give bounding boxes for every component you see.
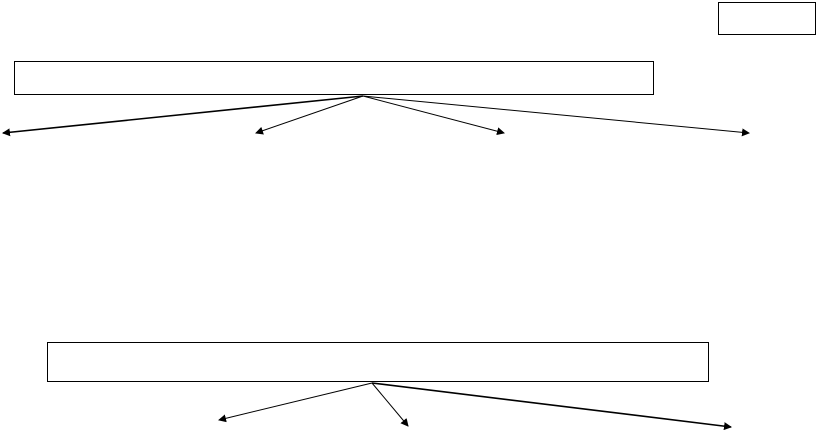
bottom-arrow-right xyxy=(371,382,732,431)
top-arrow-mid-left xyxy=(255,95,364,135)
bottom-box xyxy=(47,342,709,382)
corner-box xyxy=(718,2,816,35)
top-box xyxy=(14,61,654,95)
bottom-arrow-middle xyxy=(371,382,409,427)
top-arrow-mid-right xyxy=(362,95,505,136)
top-arrow-far-left xyxy=(2,95,364,137)
bottom-arrow-left xyxy=(218,382,373,423)
top-arrow-far-right xyxy=(362,95,750,137)
